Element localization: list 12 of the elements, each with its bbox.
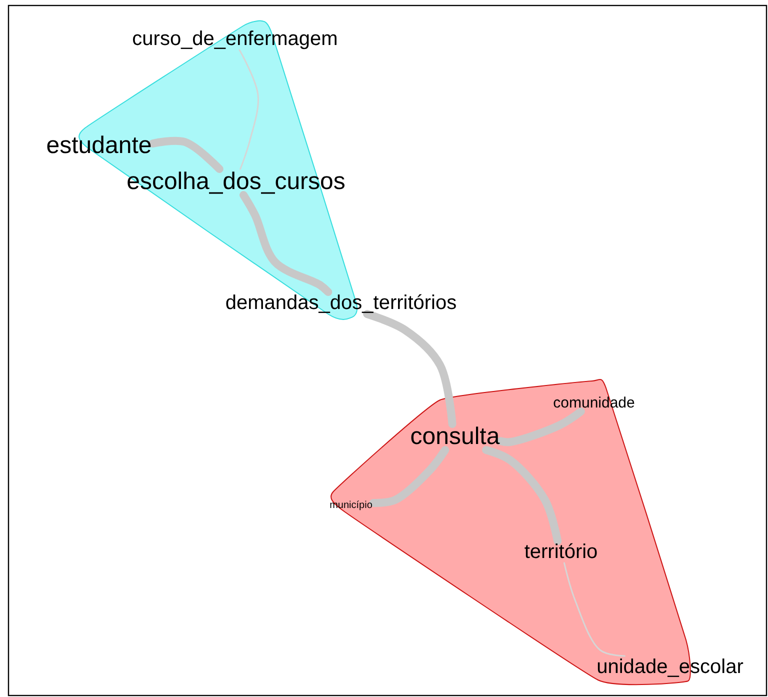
connector-line bbox=[563, 562, 626, 657]
connector-line bbox=[148, 136, 224, 173]
connector-line bbox=[238, 49, 259, 170]
word-label: escolha_dos_cursos bbox=[126, 170, 346, 194]
connector-line bbox=[496, 408, 585, 446]
connector-line bbox=[369, 446, 450, 507]
connector-line bbox=[363, 310, 456, 428]
connector-line bbox=[239, 191, 332, 296]
connector-line bbox=[482, 446, 562, 545]
word-label: estudante bbox=[46, 134, 152, 158]
word-label: território bbox=[524, 542, 598, 562]
word-label: consulta bbox=[410, 425, 500, 449]
